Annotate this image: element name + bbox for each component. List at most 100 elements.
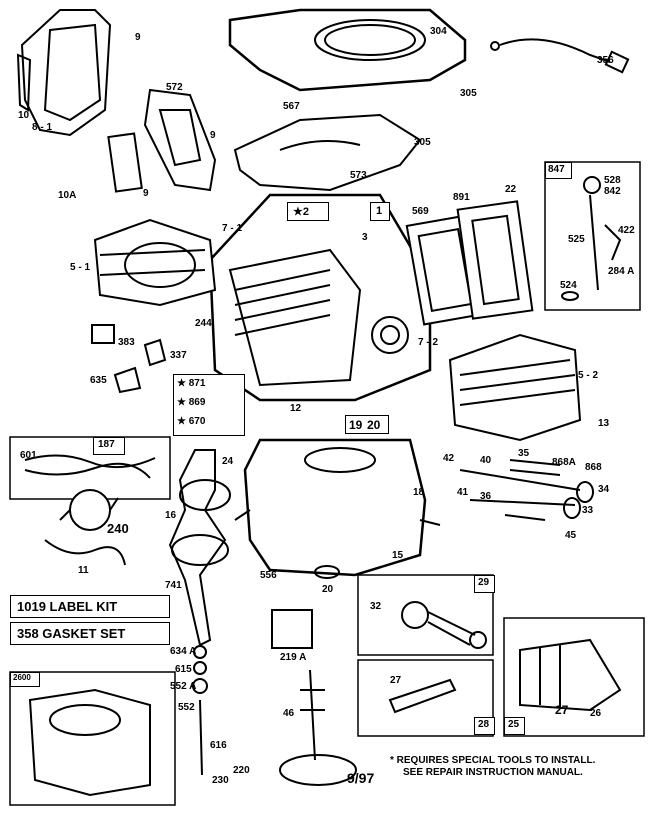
callout-box-gaskets (173, 374, 245, 436)
air-guide-plate-drawing (16, 9, 112, 137)
part-label-42: 42 (443, 453, 455, 464)
part-label-12: 12 (290, 403, 302, 414)
part-label-525: 525 (568, 234, 585, 245)
crankcase-drawing (234, 438, 441, 577)
valves-drawing (459, 459, 594, 521)
governor-gear-drawing (279, 669, 357, 786)
part-label-13: 13 (598, 418, 610, 429)
part-label-22: 22 (505, 184, 517, 195)
part-label-635: 635 (90, 375, 107, 386)
part-label-18: 18 (413, 487, 425, 498)
part-label-20: 20 (322, 584, 334, 595)
part-label-26: 26 (590, 708, 602, 719)
callout-box-1 (370, 202, 390, 221)
part-label-46: 46 (283, 708, 295, 719)
ignition-wire-drawing (490, 38, 630, 74)
part-label-528: 528 (604, 175, 621, 186)
callout-28-text: 28 (478, 719, 490, 730)
part-label-7-2: 7 - 2 (418, 337, 439, 348)
part-label-741: 741 (165, 580, 182, 591)
breather-tube-drawing (9, 436, 171, 500)
washer-552a-drawing (193, 661, 207, 675)
part-label-552a: 552 A (170, 681, 197, 692)
part-label-573: 573 (350, 170, 367, 181)
part-label-304: 304 (430, 26, 447, 37)
callout-20-text: 20 (367, 418, 381, 432)
callout-25-text: 25 (508, 719, 520, 730)
part-label-8-1: 8 - 1 (32, 122, 53, 133)
part-label-9b: 9 (210, 130, 216, 141)
seal-20-drawing (314, 565, 340, 579)
connecting-rod-drawing (357, 574, 494, 656)
callout-box-19-20 (345, 415, 389, 434)
part-label-41: 41 (457, 487, 469, 498)
part-label-284a: 284 A (608, 266, 635, 277)
part-label-219a: 219 A (280, 652, 307, 663)
part-label-891: 891 (453, 192, 470, 203)
part-label-40: 40 (480, 455, 492, 466)
part-label-868a: 868A (552, 457, 576, 468)
callout-box-29 (474, 575, 495, 593)
callout-box-2600 (10, 672, 40, 687)
tube-11-drawing (44, 539, 126, 566)
blower-housing-drawing (228, 8, 467, 92)
piston-pin-drawing (357, 659, 494, 737)
fuel-filter-drawing (59, 489, 119, 531)
part-label-615: 615 (175, 664, 192, 675)
part-label-32: 32 (370, 601, 382, 612)
callout-box-187 (93, 437, 125, 455)
part-label-356: 356 (597, 55, 614, 66)
part-label-9c: 9 (143, 188, 149, 199)
cover-plate-891-drawing (456, 200, 534, 320)
callout-29-text: 29 (478, 577, 490, 588)
governor-shaft-drawing (199, 699, 203, 776)
gasket-plate-drawing (107, 88, 217, 193)
washer-615-drawing (193, 645, 207, 659)
cylinder-head-left-drawing (93, 218, 217, 307)
callout-847-text: 847 (548, 164, 565, 175)
part-label-16: 16 (165, 510, 177, 521)
part-label-305b: 305 (414, 137, 431, 148)
part-label-33: 33 (582, 505, 594, 516)
washer-552-drawing (192, 678, 208, 694)
part-label-601: 601 (20, 450, 37, 461)
part-label-45: 45 (565, 530, 577, 541)
oil-pump-drawing (271, 609, 313, 649)
revision-date: 9/97 (347, 770, 375, 786)
part-label-524: 524 (560, 280, 577, 291)
label-kit-box: 1019 LABEL KIT (10, 595, 170, 618)
callout-19-text: 19 (349, 418, 363, 432)
callout-2-text: ★2 (293, 206, 309, 218)
callout-box-2 (287, 202, 329, 221)
callout-box-847 (545, 162, 572, 179)
part-label-567: 567 (283, 101, 300, 112)
piston-drawing (503, 617, 645, 737)
part-label-868: 868 (585, 462, 602, 473)
cylinder-block-drawing (208, 193, 432, 402)
cylinder-head-right-drawing (448, 333, 582, 442)
part-label-240: 240 (107, 521, 129, 536)
callout-box-28 (474, 717, 495, 735)
part-label-27b: 27 (555, 703, 569, 717)
part-label-3: 3 (362, 232, 368, 243)
part-label-220: 220 (233, 765, 250, 776)
part-label-15: 15 (392, 550, 404, 561)
crankshaft-drawing (168, 449, 231, 647)
part-label-552: 552 (178, 702, 195, 713)
dipstick-drawing (544, 161, 641, 311)
gasket-871-text: ★ 871 (177, 378, 206, 389)
callout-1-text: 1 (376, 205, 383, 217)
gasket-set-box: 358 GASKET SET (10, 622, 170, 645)
small-parts-drawing (91, 324, 167, 394)
gasket-869-text: ★ 869 (177, 397, 206, 408)
part-label-337: 337 (170, 350, 187, 361)
baffle-drawing (233, 113, 422, 192)
callout-box-25 (504, 717, 525, 735)
part-label-24: 24 (222, 456, 234, 467)
callout-187-text: 187 (98, 439, 115, 450)
part-label-305a: 305 (460, 88, 477, 99)
special-tools-note-line2: SEE REPAIR INSTRUCTION MANUAL. (403, 767, 583, 778)
part-label-572: 572 (166, 82, 183, 93)
part-label-11: 11 (78, 565, 89, 576)
